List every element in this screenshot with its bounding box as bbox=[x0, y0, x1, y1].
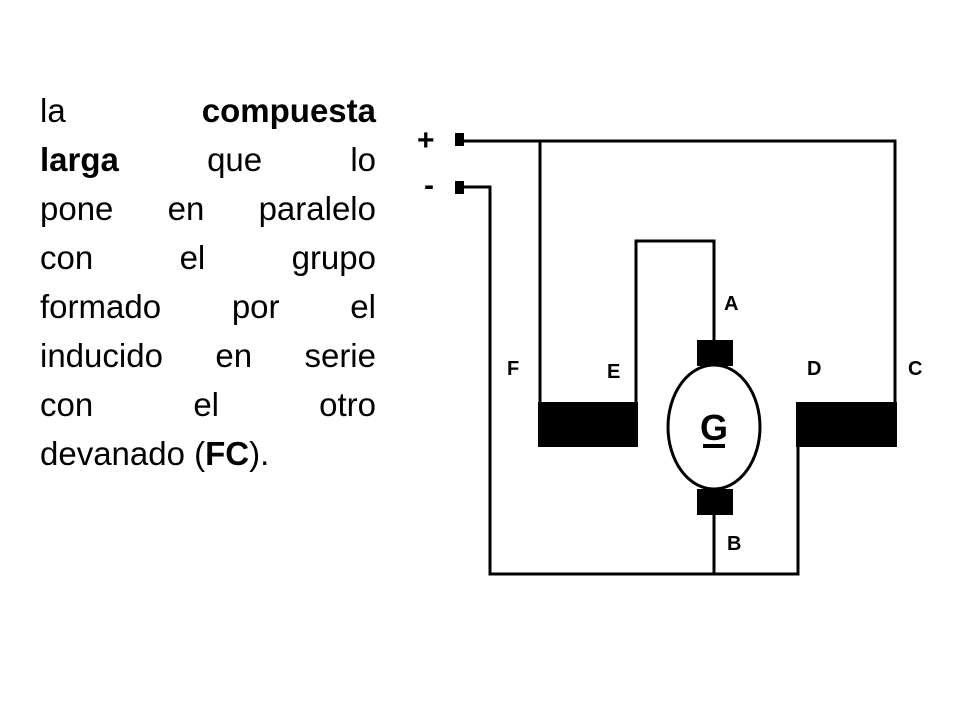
label-d: D bbox=[807, 358, 821, 380]
plus-terminal-sign: + bbox=[417, 124, 435, 157]
word: en bbox=[215, 337, 253, 374]
text-line: devanado (FC). bbox=[40, 429, 376, 478]
plus-terminal-dot bbox=[455, 133, 464, 146]
word: la bbox=[40, 92, 66, 129]
word: por bbox=[231, 288, 280, 325]
generator-underline bbox=[703, 444, 725, 448]
text-line: inducido en serie bbox=[40, 331, 376, 380]
word: paralelo bbox=[258, 190, 376, 227]
brush-b bbox=[697, 489, 733, 515]
word: compuesta bbox=[201, 92, 376, 129]
word: grupo bbox=[291, 239, 376, 276]
description-paragraph: la compuesta larga que lo pone en parale… bbox=[40, 86, 376, 478]
word: el bbox=[179, 239, 206, 276]
wire-plus-to-c bbox=[464, 139, 897, 402]
text-line: larga que lo bbox=[40, 135, 376, 184]
minus-terminal-dot bbox=[455, 181, 464, 194]
word: el bbox=[350, 288, 376, 325]
text-pre: devanado ( bbox=[40, 435, 206, 472]
wire-minus-to-d bbox=[464, 185, 800, 576]
brush-a bbox=[697, 340, 733, 366]
label-c: C bbox=[908, 358, 922, 380]
word: que bbox=[207, 141, 263, 178]
generator-circle bbox=[666, 363, 762, 491]
word: otro bbox=[319, 386, 376, 423]
word: inducido bbox=[40, 337, 163, 374]
word: el bbox=[193, 386, 220, 423]
label-e: E bbox=[607, 361, 620, 383]
word: formado bbox=[40, 288, 162, 325]
word: serie bbox=[304, 337, 376, 374]
word: con bbox=[40, 386, 94, 423]
wire-e-to-a bbox=[634, 239, 716, 402]
label-a: A bbox=[724, 293, 738, 315]
circuit-wires bbox=[464, 139, 897, 576]
field-winding-dc bbox=[796, 402, 897, 447]
word: en bbox=[167, 190, 205, 227]
word: lo bbox=[350, 141, 376, 178]
word: con bbox=[40, 239, 94, 276]
text-line: formado por el bbox=[40, 282, 376, 331]
text-line: con el otro bbox=[40, 380, 376, 429]
text-line: con el grupo bbox=[40, 233, 376, 282]
text-line: pone en paralelo bbox=[40, 184, 376, 233]
field-winding-fe bbox=[538, 402, 638, 447]
text-bold-fc: FC bbox=[205, 435, 250, 472]
label-f: F bbox=[507, 358, 519, 380]
word: pone bbox=[40, 190, 114, 227]
text-line: la compuesta bbox=[40, 86, 376, 135]
text-post: ). bbox=[249, 435, 270, 472]
generator-label: G bbox=[700, 407, 728, 448]
word: larga bbox=[40, 141, 119, 178]
label-b: B bbox=[727, 533, 741, 555]
minus-terminal-sign: - bbox=[424, 169, 434, 202]
